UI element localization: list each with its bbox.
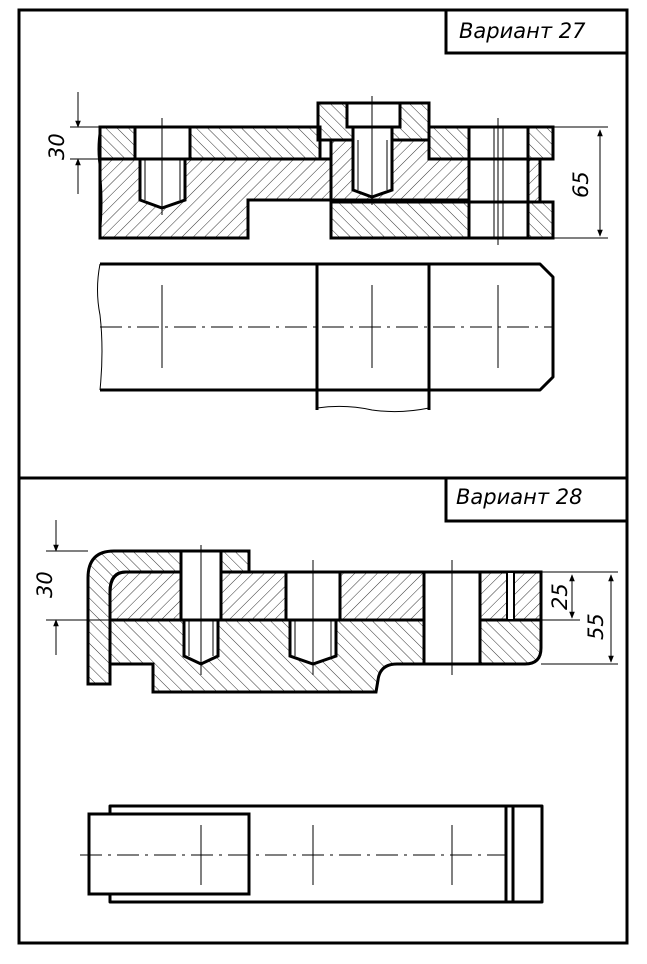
title-box-28 — [444, 476, 629, 523]
dim-65-v27: 65 — [569, 171, 593, 198]
dimension-30-v27: 30 — [45, 92, 100, 194]
variant-28-panel: Вариант 28 — [33, 476, 629, 904]
center-bolt-head — [345, 101, 402, 129]
dimension-25-v28: 25 — [541, 571, 618, 621]
variant-27-panel: Вариант 27 — [45, 8, 629, 413]
plan-view-27 — [97, 262, 555, 413]
base-plate-left — [98, 157, 333, 240]
dimension-55-v28: 55 — [541, 574, 618, 665]
dim-55-v28: 55 — [584, 613, 608, 640]
dim-30-v28: 30 — [33, 571, 57, 598]
right-slot-28 — [506, 571, 515, 621]
title-box-27 — [444, 8, 629, 55]
title-28: Вариант 28 — [456, 485, 582, 509]
top-plate-left — [98, 125, 322, 161]
section-view-28 — [86, 545, 543, 694]
base-plate-right — [329, 200, 471, 240]
dim-30-v27: 30 — [45, 133, 69, 160]
plan-view-28 — [80, 804, 544, 904]
right-end-block — [526, 157, 542, 204]
section-view-27 — [97, 96, 555, 245]
right-end-bottom — [526, 200, 555, 240]
dimension-65-v27: 65 — [553, 126, 608, 239]
dimension-30-v28: 30 — [33, 520, 110, 655]
clamp-plan — [87, 812, 251, 896]
dim-25-v28: 25 — [548, 583, 572, 610]
title-27: Вариант 27 — [459, 19, 586, 43]
